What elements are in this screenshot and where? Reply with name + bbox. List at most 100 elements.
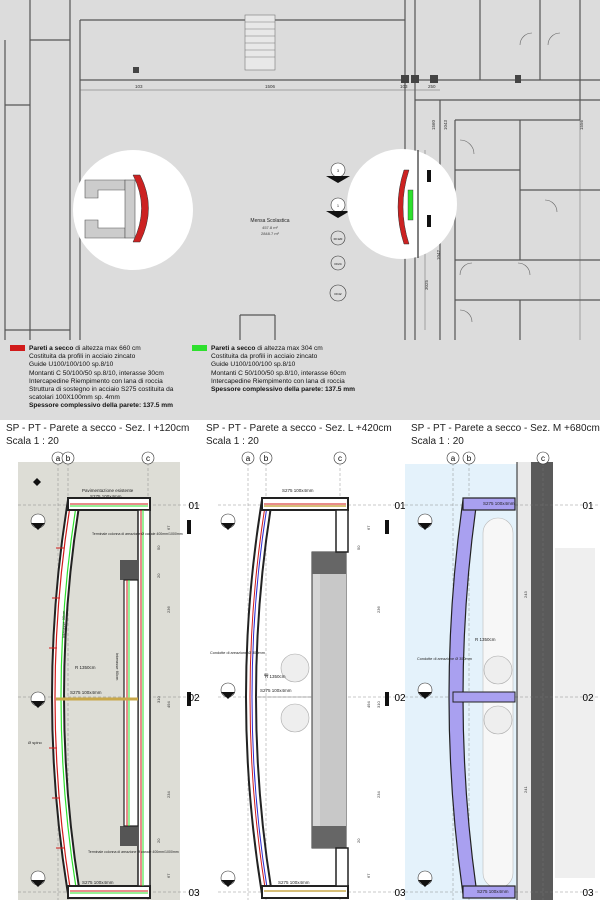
section-i-dim-8: 20 [156,838,161,843]
section-l-level-03: 03 [394,888,406,899]
section-l-beam-bot: S275 100x4mm [278,880,310,885]
legend-red-thickness: Spessore complessivo della parete: 137.5… [29,402,174,410]
plan-detail-circle-right [347,149,457,259]
grid-b: b [264,454,269,463]
section-l-beam-top: S275 100x4mm [282,488,314,493]
plan-dim-right-7: 3025 [424,279,429,290]
plan-detail-circle-left [73,150,193,270]
section-m-dim-1: 243 [523,591,528,598]
grid-a: a [451,454,456,463]
legend-red-line-2: Costituita da profili in acciaio zincato [29,353,136,361]
legend-red-line-6: Struttura di sostegno in acciaio S275 co… [29,386,174,394]
legend-red-line-4: Montanti C 50/100/50 sp.8/10, interasse … [29,369,164,377]
plan-dim-right-3: 1560 [431,119,436,130]
grid-a: a [56,454,61,463]
plan-symbol-4: FF24 [334,262,341,266]
legend-green-line-1: Pareti a secco di altezza max 304 cm [192,345,355,353]
section-m-level-03: 03 [582,888,594,899]
section-i-dim-3: 20 [156,573,161,578]
section-i-beam-top: S275 100x4mm [90,494,122,499]
plan-room-name: Mensa Scolastica [250,218,289,224]
section-m-title: SP - PT - Parete a secco - Sez. M +680cm [411,423,600,434]
plan-stair [244,14,276,71]
section-i-title: SP - PT - Parete a secco - Sez. I +120cm [6,423,190,434]
section-l-note: Condotte di areazione Ø 350mm [210,651,265,655]
section-i-note-bot: Terminale colonna di areazione Ø canale … [88,850,179,854]
section-m-beam-bot: S275 100x4mm [477,889,509,894]
grid-a: a [246,454,251,463]
plan-section-markers [326,162,350,302]
plan-columns [133,67,521,83]
section-i-nord: Ø spino [28,740,43,745]
plan-symbol-3: FF120 [334,237,343,241]
section-i-beam-bot: S275 100x4mm [82,880,114,885]
section-l-dim-2: 50 [356,545,361,550]
legend-green-line-2: Costituita da profili in acciaio zincato [211,353,318,361]
section-i-dim-6: 494 [166,701,171,708]
plan-symbol-2: 1 [337,204,339,208]
section-i-note-top: Terminale colonna di areazione Ø canale … [92,532,183,536]
section-l-title: SP - PT - Parete a secco - Sez. L +420cm [206,423,392,434]
section-l-dim-4: 310 [376,701,381,708]
plan-dim-top-2: 1506 [265,84,276,89]
section-i-scale: Scala 1 : 20 [6,436,59,447]
legend-green-thickness: Spessore complessivo della parete: 137.5… [211,386,356,394]
section-i-level-03: 03 [188,888,200,899]
section-m-beam-top: S275 100x4mm [483,501,515,506]
section-l-dim-6: 234 [376,791,381,798]
plan-dim-right-1: 1556 [579,119,584,130]
grid-bubbles [51,451,155,465]
section-l-scale: Scala 1 : 20 [206,436,259,447]
plan-room-area-1: 457.8 m² [262,225,278,230]
plan-room-area-2: 2848.7 m² [261,231,280,236]
plan-dim-right-6: 1042 [436,249,441,260]
section-l-beam-mid: S275 100x4mm [260,688,292,693]
legend-red-wall: Pareti a secco di altezza max 660 cm Cos… [10,345,173,411]
legend-green-swatch [192,345,207,352]
section-i-dim-5: 310 [156,696,161,703]
grid-b: b [467,454,472,463]
section-l-dim-1: 67 [366,525,371,530]
legend-green-line-4: Montanti C 50/100/50 sp.8/10, interasse … [211,369,346,377]
section-m-level-02: 02 [582,693,594,704]
section-m-level-01: 01 [582,501,594,512]
plan-dim-top-1: 103 [135,84,143,89]
plan-symbol-1: 3 [337,169,339,173]
section-i-dim-4: 236 [166,606,171,613]
section-m-drawing: a b c S275 100x4mm S275 100x4mm R 1350cm… [405,451,600,900]
section-m-radius: R 1350cm [475,637,496,642]
section-l-radius: R 1350cm [265,674,286,679]
grid-c: c [146,454,150,463]
section-i-dim-9: 67 [166,873,171,878]
section-i-radius: R 1350cm [75,665,96,670]
section-l-dim-small: 85 [264,672,269,677]
section-i-dim-7: 234 [166,791,171,798]
plan-dim-right-2: 1043 [443,119,448,130]
plan-dim-top-4: 250 [428,84,436,89]
section-l-dim-3: 236 [376,606,381,613]
section-l-level-02: 02 [394,693,406,704]
floor-plan: 103 1506 103 250 1556 1043 1560 67 360 1… [0,0,600,420]
section-i-level-02: 02 [188,693,200,704]
plan-symbol-5: FF42 [334,292,341,296]
legend-green-line-3: Guide U100/100/100 sp.8/10 [211,361,296,369]
section-i-drawing: a b c Ø spino Pavimentazione esistente S… [18,451,200,900]
section-i-level-01: 01 [188,501,200,512]
section-l-dim-8: 67 [366,873,371,878]
grid-c: c [541,454,545,463]
legend-red-line-5: Intercapedine Riempimento con lana di ro… [29,377,163,385]
section-i-dim-1: 67 [166,525,171,530]
section-i-dim-2: 50 [156,545,161,550]
plan-dim-top-3: 103 [400,84,408,89]
section-l-dim-7: 20 [356,838,361,843]
section-i-interasse-30: Interasse 30cm [61,610,66,638]
section-l-drawing: a b c S275 100x4mm S275 100x4mm S275 100… [210,451,410,900]
legend-red-line-1: Pareti a secco di altezza max 660 cm [10,345,173,353]
plan-doors [459,32,561,323]
legend-red-swatch [10,345,25,352]
section-m-dim-2: 241 [523,786,528,793]
section-l-dim-5: 494 [366,701,371,708]
legend-red-line-7: scatolari 100X100mm sp. 4mm [29,394,120,402]
legend-green-wall: Pareti a secco di altezza max 304 cm Cos… [192,345,355,394]
section-m-scale: Scala 1 : 20 [411,436,464,447]
